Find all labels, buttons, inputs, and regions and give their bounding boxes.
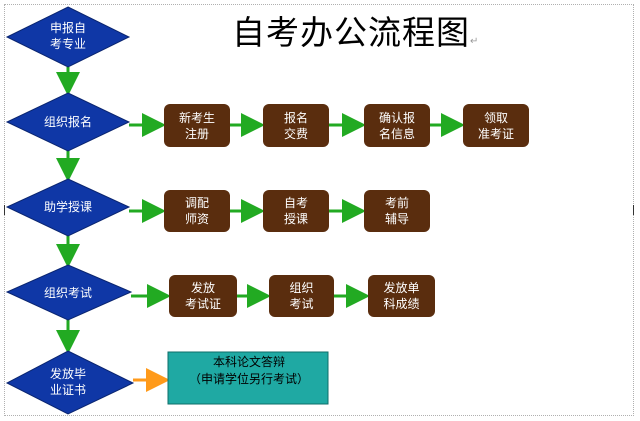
stage0-label-line1: 申报自 bbox=[49, 21, 86, 35]
step-box-b1-3 bbox=[463, 104, 529, 147]
diamond-stage3 bbox=[5, 264, 133, 321]
step-b1-1-line1: 报名 bbox=[283, 111, 308, 125]
step-box-b3-0 bbox=[169, 275, 237, 317]
step-b1-2-line1: 确认报 bbox=[378, 111, 415, 125]
step-box-b1-2 bbox=[364, 104, 430, 147]
step-box-b2-0 bbox=[164, 190, 230, 232]
note-box bbox=[167, 351, 329, 405]
stage0-label: 申报自 考专业 bbox=[34, 20, 102, 52]
step-b2-0-line2: 师资 bbox=[184, 212, 209, 226]
step-b3-1-line2: 考试 bbox=[289, 297, 314, 311]
step-box-b2-1 bbox=[263, 190, 329, 232]
stage4-label-line2: 业证书 bbox=[49, 383, 86, 397]
stage4-label: 发放毕 业证书 bbox=[34, 366, 102, 398]
step-b1-0-line2: 注册 bbox=[184, 127, 209, 141]
step-b1-1-line2: 交费 bbox=[283, 127, 308, 141]
step-b3-0-label: 发放 考试证 bbox=[169, 280, 237, 312]
page-title: 自考办公流程图↵ bbox=[232, 13, 480, 52]
step-b1-3-label: 领取 准考证 bbox=[463, 110, 529, 142]
diamond-stage4 bbox=[5, 350, 135, 415]
diamond-stage1 bbox=[5, 92, 131, 152]
step-b2-2-label: 考前 辅导 bbox=[364, 195, 430, 227]
note-line1: 本科论文答辩 bbox=[212, 355, 285, 369]
step-box-b2-2 bbox=[364, 190, 430, 232]
step-box-b1-1 bbox=[263, 104, 329, 147]
step-b2-1-line2: 授课 bbox=[283, 212, 308, 226]
step-b1-3-line2: 准考证 bbox=[477, 127, 514, 141]
step-b2-2-line2: 辅导 bbox=[384, 212, 409, 226]
diamond-stage0 bbox=[5, 6, 131, 68]
step-b1-1-label: 报名 交费 bbox=[263, 110, 329, 142]
step-b3-2-line2: 科成绩 bbox=[383, 297, 420, 311]
step-b3-2-line1: 发放单 bbox=[383, 281, 420, 295]
stage2-label: 助学授课 bbox=[43, 200, 92, 214]
stage1-label: 组织报名 bbox=[43, 115, 92, 129]
step-b2-0-line1: 调配 bbox=[184, 196, 209, 210]
step-box-b1-0 bbox=[164, 104, 230, 147]
step-b3-1-line1: 组织 bbox=[289, 281, 314, 295]
step-b2-1-line1: 自考 bbox=[283, 196, 308, 210]
stage0-label-line2: 考专业 bbox=[49, 37, 86, 51]
stage4-label-line1: 发放毕 bbox=[49, 367, 86, 381]
step-b3-0-line1: 发放 bbox=[190, 281, 215, 295]
step-b3-2-label: 发放单 科成绩 bbox=[368, 280, 435, 312]
step-b1-2-line2: 名信息 bbox=[378, 127, 415, 141]
step-b2-2-line1: 考前 bbox=[384, 196, 409, 210]
diamond-stage2 bbox=[5, 178, 131, 237]
stage3-label: 组织考试 bbox=[43, 286, 92, 300]
step-box-b3-2 bbox=[368, 275, 435, 317]
step-box-b3-1 bbox=[269, 275, 334, 317]
note-label: 本科论文答辩 （申请学位另行考试） bbox=[170, 354, 328, 388]
step-b1-0-label: 新考生 注册 bbox=[164, 110, 230, 142]
step-b2-0-label: 调配 师资 bbox=[164, 195, 230, 227]
step-b1-2-label: 确认报 名信息 bbox=[364, 110, 430, 142]
note-line2: （申请学位另行考试） bbox=[188, 372, 309, 386]
step-b3-0-line2: 考试证 bbox=[184, 297, 221, 311]
frame-handle-right bbox=[633, 205, 634, 215]
step-b1-0-line1: 新考生 bbox=[178, 111, 215, 125]
step-b1-3-line1: 领取 bbox=[483, 111, 508, 125]
step-b2-1-label: 自考 授课 bbox=[263, 195, 329, 227]
step-b3-1-label: 组织 考试 bbox=[269, 280, 334, 312]
frame-handle-left bbox=[4, 205, 5, 215]
paragraph-mark: ↵ bbox=[470, 36, 480, 47]
